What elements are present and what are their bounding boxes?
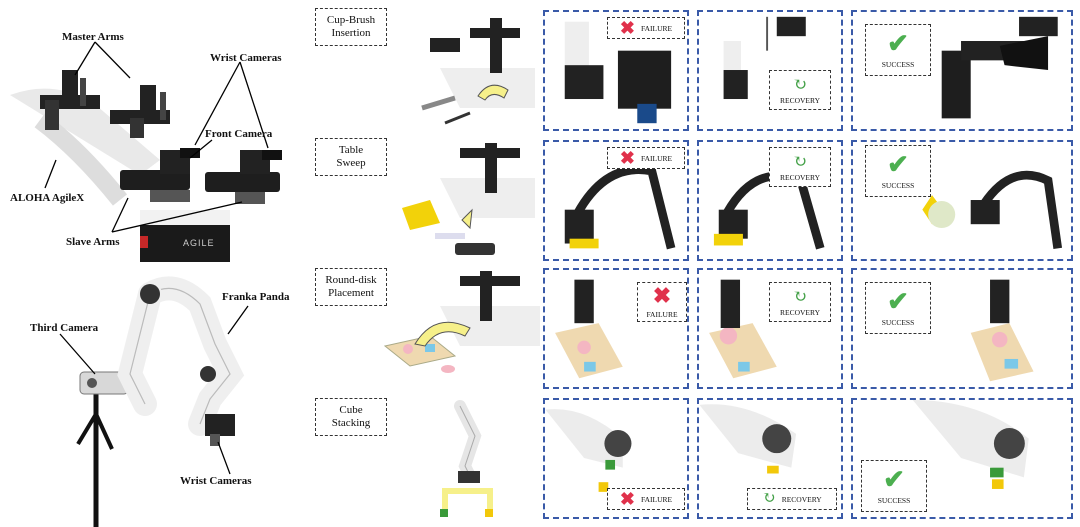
franka-panda-label: Franka Panda: [222, 291, 290, 303]
x-mark-icon: ✖: [652, 283, 672, 308]
panel-cube-stacking-failure: ✖ FAILURE: [543, 398, 689, 519]
panel-cup-brush-recovery: ↻ RECOVERY: [697, 10, 843, 131]
task-title-line1: Cube: [339, 404, 363, 416]
aloha-agilex-label: ALOHA AgileX: [10, 192, 85, 204]
recovery-tag: ↻ RECOVERY: [769, 147, 831, 187]
failure-text: FAILURE: [640, 494, 673, 504]
panel-round-disk-success: ✔ SUCCESS: [851, 268, 1073, 389]
task-title-line2: Insertion: [331, 27, 371, 39]
recovery-tag: ↻ RECOVERY: [769, 70, 831, 110]
task-title-line1: Table: [338, 144, 364, 156]
success-tag: ✔ SUCCESS: [865, 282, 931, 334]
recovery-text: RECOVERY: [779, 95, 820, 105]
franka-robot-illustration: [59, 276, 249, 527]
success-text: SUCCESS: [881, 181, 915, 190]
task-title-line2: Placement: [328, 287, 374, 299]
failure-tag: ✖ FAILURE: [607, 147, 685, 169]
franka-robot-figure: Franka Panda Third Camera Wrist Cameras: [0, 264, 300, 527]
check-mark-icon: ✔: [887, 29, 909, 58]
panel-round-disk-recovery: ↻ RECOVERY: [697, 268, 843, 389]
panel-table-sweep-failure: ✖ FAILURE: [543, 140, 689, 261]
front-camera-label: Front Camera: [205, 128, 273, 140]
recovery-text: RECOVERY: [779, 172, 820, 182]
check-mark-icon: ✔: [887, 150, 909, 179]
task-title-line2: Sweep: [336, 157, 366, 169]
cycle-arrows-icon: ↻: [792, 74, 808, 94]
task-scene-cup-brush: [400, 8, 535, 126]
task-title-line2: Stacking: [331, 417, 371, 429]
success-tag: ✔ SUCCESS: [865, 145, 931, 197]
cycle-arrows-icon: ↻: [792, 286, 808, 306]
panel-round-disk-failure: ✖ FAILURE: [543, 268, 689, 389]
x-mark-icon: ✖: [619, 489, 635, 509]
agile-base-logo: AGILE: [183, 238, 215, 248]
recovery-text: RECOVERY: [781, 494, 822, 504]
failure-text: FAILURE: [640, 153, 673, 163]
failure-text: FAILURE: [646, 310, 678, 319]
task-title-line1: Round-disk: [325, 274, 377, 286]
failure-tag: ✖ FAILURE: [607, 17, 685, 39]
panel-table-sweep-success: ✔ SUCCESS: [851, 140, 1073, 261]
failure-text: FAILURE: [640, 23, 673, 33]
wrist-cameras-label: Wrist Cameras: [210, 52, 282, 64]
task-scene-cube-stacking: [430, 396, 505, 521]
cycle-arrows-icon: ↻: [792, 151, 808, 171]
success-tag: ✔ SUCCESS: [865, 24, 931, 76]
franka-wrist-cameras-label: Wrist Cameras: [180, 475, 252, 487]
recovery-tag: ↻ RECOVERY: [747, 488, 837, 510]
success-text: SUCCESS: [881, 60, 915, 69]
recovery-tag: ↻ RECOVERY: [769, 282, 831, 322]
failure-tag: ✖ FAILURE: [607, 488, 685, 510]
success-text: SUCCESS: [881, 318, 915, 327]
check-mark-icon: ✔: [887, 287, 909, 316]
panel-table-sweep-recovery: ↻ RECOVERY: [697, 140, 843, 261]
aloha-robot-illustration: [10, 41, 282, 262]
task-title-line1: Cup-Brush: [326, 14, 376, 26]
x-mark-icon: ✖: [619, 148, 635, 168]
panel-cup-brush-success: ✔ SUCCESS: [851, 10, 1073, 131]
check-mark-icon: ✔: [883, 465, 905, 494]
panel-cup-brush-failure: ✖ FAILURE: [543, 10, 689, 131]
slave-arms-label: Slave Arms: [66, 236, 120, 248]
task-label-cube-stacking: Cube Stacking: [315, 398, 387, 436]
recovery-text: RECOVERY: [779, 307, 820, 317]
success-text: SUCCESS: [877, 496, 911, 505]
task-label-cup-brush: Cup-Brush Insertion: [315, 8, 387, 46]
task-scene-round-disk: [380, 266, 540, 381]
aloha-robot-figure: Master Arms Wrist Cameras Front Camera A…: [0, 0, 300, 262]
panel-cube-stacking-success: ✔ SUCCESS: [851, 398, 1073, 519]
x-mark-icon: ✖: [619, 18, 635, 38]
success-tag: ✔ SUCCESS: [861, 460, 927, 512]
panel-cube-stacking-recovery: ↻ RECOVERY: [697, 398, 843, 519]
task-label-round-disk: Round-disk Placement: [315, 268, 387, 306]
failure-tag: ✖ FAILURE: [637, 282, 687, 322]
third-camera-label: Third Camera: [30, 322, 99, 334]
task-label-table-sweep: Table Sweep: [315, 138, 387, 176]
master-arms-label: Master Arms: [62, 31, 124, 43]
cycle-arrows-icon: ↻: [762, 490, 776, 507]
task-scene-table-sweep: [400, 138, 535, 263]
tasks-grid: Cup-Brush Insertion ✖ FAILURE ↻ RECOVERY…: [305, 0, 1080, 527]
